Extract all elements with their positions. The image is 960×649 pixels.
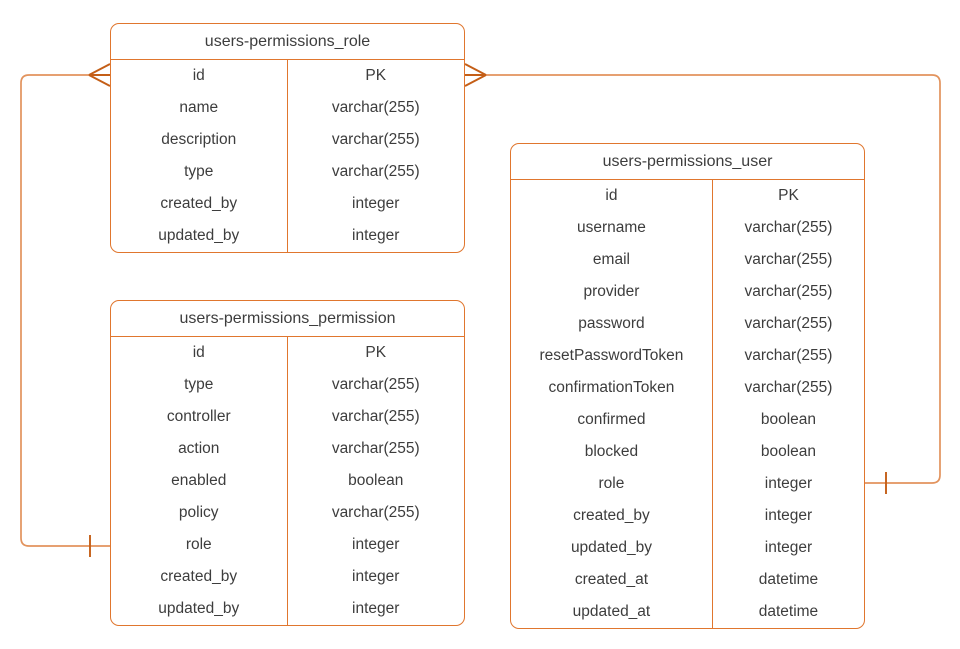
field-name: type — [111, 156, 288, 188]
field-name: updated_by — [111, 593, 288, 625]
field-type: PK — [365, 67, 387, 84]
entity-fields: id PK name varchar(255) description varchar(2… — [111, 60, 464, 252]
field-name: provider — [511, 276, 713, 308]
field-name: created_by — [511, 500, 713, 532]
field-name: created_by — [111, 188, 288, 220]
table-row: id PK — [511, 180, 864, 212]
field-name: action — [111, 433, 288, 465]
table-row: controller varchar(255) — [111, 401, 464, 433]
field-type: PK — [365, 344, 387, 361]
entity-fields: id PK username varchar(255) email varchar(255… — [511, 180, 864, 628]
field-type: varchar(255) — [744, 315, 833, 332]
field-name: name — [111, 92, 288, 124]
field-type: PK — [778, 187, 799, 204]
table-row: confirmed boolean — [511, 404, 864, 436]
table-row: email varchar(255) — [511, 244, 864, 276]
field-name: updated_at — [511, 596, 713, 628]
entity-users-permissions-permission[interactable]: users-permissions_permission id PK type var… — [110, 300, 465, 626]
field-type: boolean — [348, 472, 404, 489]
field-type: varchar(255) — [331, 131, 420, 148]
field-name: role — [111, 529, 288, 561]
field-type: integer — [764, 475, 813, 492]
table-row: created_by integer — [511, 500, 864, 532]
field-type: varchar(255) — [744, 219, 833, 236]
table-row: role integer — [511, 468, 864, 500]
field-type: varchar(255) — [331, 376, 420, 393]
table-row: enabled boolean — [111, 465, 464, 497]
field-type: integer — [352, 195, 400, 212]
field-type: integer — [764, 539, 813, 556]
entity-fields: id PK type varchar(255) controller varchar(25… — [111, 337, 464, 625]
field-name: id — [111, 60, 288, 92]
field-name: created_by — [111, 561, 288, 593]
field-name: updated_by — [111, 220, 288, 252]
field-name: confirmed — [511, 404, 713, 436]
field-type: varchar(255) — [744, 347, 833, 364]
relationship-role-permission — [20, 63, 111, 557]
field-type: varchar(255) — [331, 440, 420, 457]
field-type: datetime — [758, 571, 819, 588]
field-name: email — [511, 244, 713, 276]
field-type: integer — [352, 536, 400, 553]
table-row: created_by integer — [111, 561, 464, 593]
field-type: integer — [352, 600, 400, 617]
crow-foot-many-icon — [88, 63, 111, 87]
table-row: description varchar(255) — [111, 124, 464, 156]
table-row: updated_by integer — [511, 532, 864, 564]
entity-title: users-permissions_permission — [111, 301, 464, 337]
table-row: username varchar(255) — [511, 212, 864, 244]
field-type: boolean — [760, 411, 817, 428]
field-type: varchar(255) — [331, 408, 420, 425]
field-name: created_at — [511, 564, 713, 596]
field-name: controller — [111, 401, 288, 433]
field-name: enabled — [111, 465, 288, 497]
field-type: varchar(255) — [744, 379, 833, 396]
table-row: policy varchar(255) — [111, 497, 464, 529]
table-row: id PK — [111, 337, 464, 369]
field-type: integer — [352, 568, 400, 585]
field-type: boolean — [760, 443, 817, 460]
field-type: varchar(255) — [744, 251, 833, 268]
field-type: varchar(255) — [331, 504, 420, 521]
field-type: integer — [764, 507, 813, 524]
field-type: varchar(255) — [331, 99, 420, 116]
table-row: updated_by integer — [111, 593, 464, 625]
table-row: id PK — [111, 60, 464, 92]
field-name: role — [511, 468, 713, 500]
field-name: policy — [111, 497, 288, 529]
table-row: role integer — [111, 529, 464, 561]
table-row: name varchar(255) — [111, 92, 464, 124]
field-type: varchar(255) — [744, 283, 833, 300]
field-name: blocked — [511, 436, 713, 468]
field-name: id — [111, 337, 288, 369]
field-type: datetime — [758, 603, 819, 620]
entity-users-permissions-user[interactable]: users-permissions_user id PK username varch… — [510, 143, 865, 629]
field-name: id — [511, 180, 713, 212]
field-name: type — [111, 369, 288, 401]
table-row: resetPasswordToken varchar(255) — [511, 340, 864, 372]
entity-title: users-permissions_user — [511, 144, 864, 180]
entity-users-permissions-role[interactable]: users-permissions_role id PK name varchar(2… — [110, 23, 465, 253]
field-name: password — [511, 308, 713, 340]
table-row: type varchar(255) — [111, 156, 464, 188]
table-row: blocked boolean — [511, 436, 864, 468]
entity-title: users-permissions_role — [111, 24, 464, 60]
table-row: confirmationToken varchar(255) — [511, 372, 864, 404]
table-row: provider varchar(255) — [511, 276, 864, 308]
table-row: password varchar(255) — [511, 308, 864, 340]
table-row: action varchar(255) — [111, 433, 464, 465]
table-row: updated_by integer — [111, 220, 464, 252]
field-name: confirmationToken — [511, 372, 713, 404]
crow-foot-many-icon — [464, 63, 487, 87]
table-row: created_by integer — [111, 188, 464, 220]
field-type: integer — [352, 227, 400, 244]
field-name: updated_by — [511, 532, 713, 564]
field-name: resetPasswordToken — [511, 340, 713, 372]
table-row: type varchar(255) — [111, 369, 464, 401]
field-name: description — [111, 124, 288, 156]
table-row: updated_at datetime — [511, 596, 864, 628]
table-row: created_at datetime — [511, 564, 864, 596]
field-name: username — [511, 212, 713, 244]
field-type: varchar(255) — [331, 163, 420, 180]
